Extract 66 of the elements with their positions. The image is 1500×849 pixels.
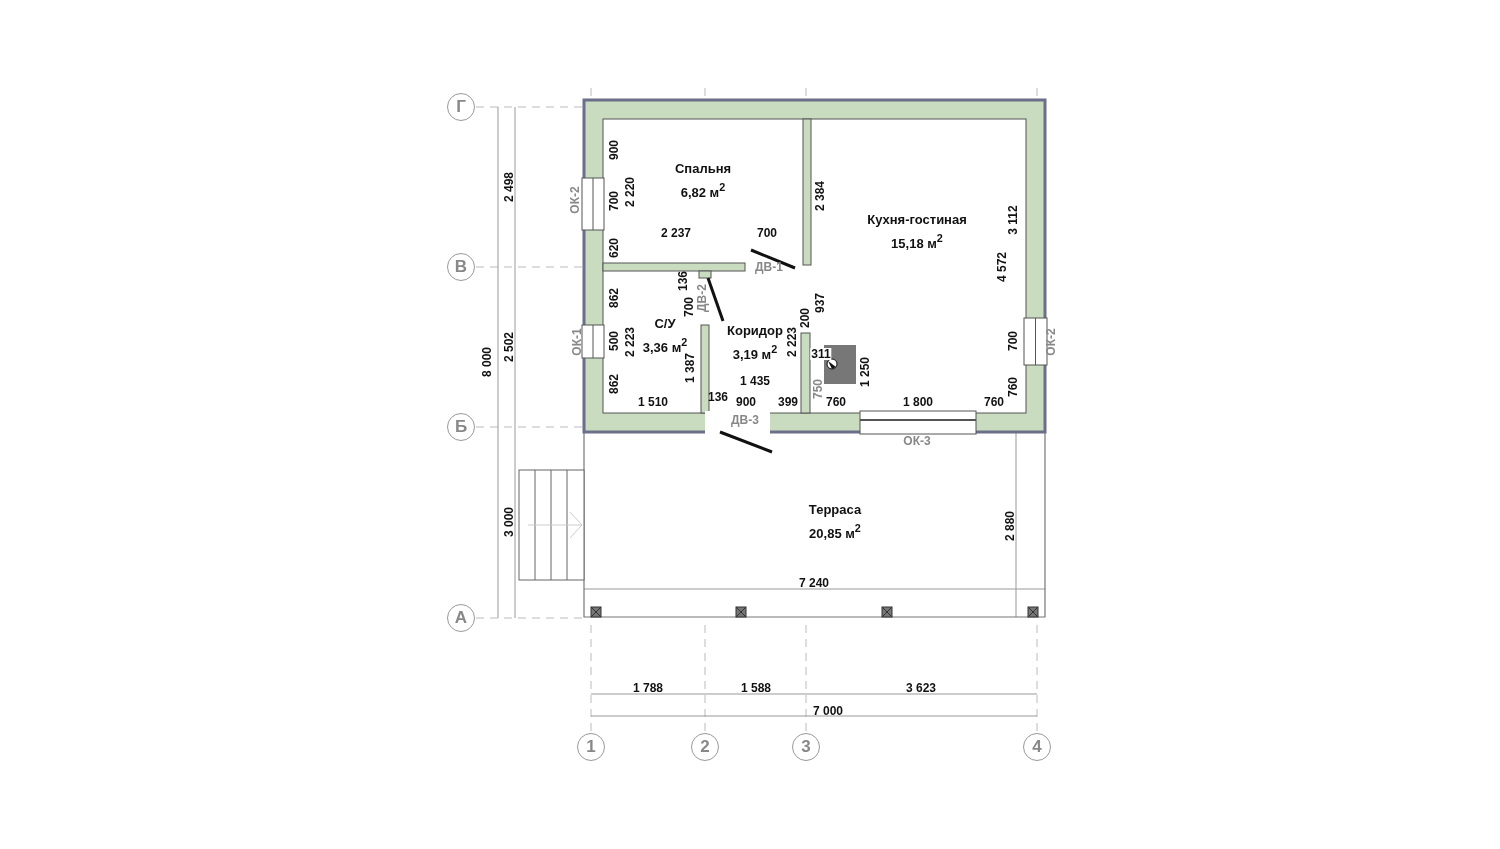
dimension-value: 7 000: [813, 705, 843, 717]
dimension-value: 2 237: [661, 227, 691, 239]
dimension-value: 2 880: [1004, 511, 1016, 541]
opening-mark: ДВ-3: [731, 414, 759, 426]
opening-mark: ДВ-1: [755, 261, 783, 273]
room-area: 6,82 м$^{2}$: [674, 178, 732, 202]
dimension-value: 760: [984, 396, 1004, 408]
axis-marker: Г: [447, 93, 475, 121]
dimension-value: 1 510: [638, 396, 668, 408]
dimension-value: 1 250: [859, 357, 871, 387]
room-name: Терраса: [808, 501, 862, 520]
dimension-value: 500: [608, 331, 620, 351]
opening-mark: ОК-2: [1045, 328, 1057, 356]
dimension-value: 2 223: [624, 327, 636, 357]
room-name: Спальня: [674, 160, 732, 179]
room-area: 3,19 м$^{2}$: [727, 340, 783, 364]
axis-marker: 4: [1023, 733, 1051, 761]
opening-mark: ОК-3: [903, 435, 931, 447]
dimension-value: 750: [812, 379, 824, 399]
dimension-value: 2 223: [786, 327, 798, 357]
dimension-value: 1 588: [741, 682, 771, 694]
dimension-value: 1 788: [633, 682, 663, 694]
dimension-value: 760: [1007, 377, 1019, 397]
room-name: С/У: [653, 315, 677, 334]
dimension-value: 1 387: [684, 353, 696, 383]
dimension-value: 311: [810, 348, 832, 360]
dimension-value: 2 502: [503, 332, 515, 362]
dimension-value: 900: [736, 396, 756, 408]
dimension-value: 200: [799, 308, 811, 328]
room-name: Кухня-гостиная: [867, 211, 967, 230]
dimension-value: 136: [708, 391, 728, 403]
dimension-value: 1 800: [903, 396, 933, 408]
opening-mark: ОК-2: [569, 186, 581, 214]
dimension-value: 700: [608, 191, 620, 211]
dimension-value: 700: [757, 227, 777, 239]
dimension-value: 4 572: [996, 252, 1008, 282]
dimension-value: 900: [608, 140, 620, 160]
dimension-value: 8 000: [481, 347, 493, 377]
dimension-value: 7 240: [799, 577, 829, 589]
room-area: 20,85 м$^{2}$: [808, 519, 862, 543]
axis-marker: 2: [691, 733, 719, 761]
dimension-value: 3 000: [503, 507, 515, 537]
dimension-value: 862: [608, 288, 620, 308]
axis-marker: 3: [792, 733, 820, 761]
dimension-value: 2 498: [503, 172, 515, 202]
dimension-value: 399: [778, 396, 798, 408]
dimension-value: 2 384: [814, 181, 826, 211]
dimension-value: 620: [608, 238, 620, 258]
dimension-value: 3 623: [906, 682, 936, 694]
axis-marker: 1: [577, 733, 605, 761]
dimension-value: 760: [826, 396, 846, 408]
dimension-value: 2 220: [624, 177, 636, 207]
dimension-value: 937: [814, 293, 826, 313]
dimension-value: 862: [608, 374, 620, 394]
dimension-value: 136: [677, 271, 689, 291]
dimension-value: 3 112: [1007, 205, 1019, 235]
opening-mark: ОК-1: [571, 328, 583, 356]
axis-marker: Б: [447, 413, 475, 441]
dimension-value: 700: [683, 297, 695, 317]
opening-mark: ДВ-2: [696, 284, 708, 312]
dimension-value: 1 435: [740, 375, 770, 387]
dimension-value: 700: [1007, 331, 1019, 351]
room-name: Коридор: [727, 322, 783, 341]
room-area: 15,18 м$^{2}$: [867, 229, 967, 253]
axis-marker: В: [447, 253, 475, 281]
axis-marker: А: [447, 604, 475, 632]
